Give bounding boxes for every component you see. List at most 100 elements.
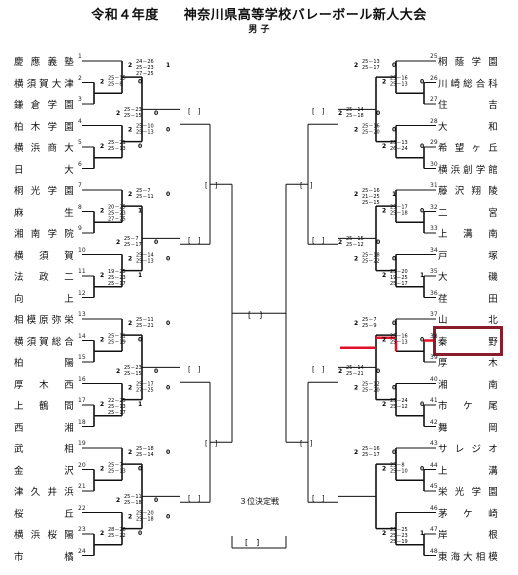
set-score: 25－17 — [136, 382, 154, 388]
set-losses: 0 — [138, 530, 142, 537]
team-number: 44 — [430, 461, 438, 469]
round-placeholder: [ ] — [188, 365, 201, 373]
team-name: 市橘 — [14, 551, 74, 563]
set-score: 25－17 — [362, 452, 380, 458]
team-number: 35 — [430, 268, 438, 275]
team-name: 藤沢翔陵 — [438, 186, 498, 197]
set-score: 25－11 — [108, 334, 126, 340]
team-name: 住吉 — [438, 100, 498, 111]
set-score: 25－16 — [362, 124, 380, 130]
team-entry: 湘南学院 9 — [14, 223, 82, 243]
team-name: 山北 — [438, 315, 498, 326]
tournament-name: 神奈川県高等学校バレーボール新人大会 — [183, 8, 427, 23]
set-losses: 0 — [420, 401, 424, 408]
set-score: 23－25 — [390, 527, 408, 533]
team-name: 鎌倉学園 — [14, 100, 74, 111]
set-wins: 2 — [382, 143, 386, 150]
set-wins: 2 — [116, 497, 120, 504]
team-name: 法政二 — [14, 272, 74, 283]
set-wins: 2 — [354, 256, 358, 263]
team-number: 24 — [78, 547, 86, 555]
set-score: 25－18 — [390, 211, 408, 217]
set-score: 25－8 — [108, 82, 123, 88]
set-score: 25－10 — [136, 124, 154, 130]
set-score: 25－17 — [390, 205, 408, 211]
team-name: 慶應義塾 — [14, 57, 74, 68]
set-wins: 2 — [338, 239, 342, 246]
set-score: 25－20 — [136, 511, 154, 517]
set-score: 25－13 — [390, 140, 408, 146]
team-name: 秦野 — [438, 336, 498, 348]
team-name: 横須賀 — [14, 250, 74, 262]
set-score: 25－23 — [136, 65, 154, 71]
set-score: 25－13 — [108, 469, 126, 475]
set-wins: 2 — [100, 401, 104, 408]
team-name: 柏木学園 — [14, 121, 74, 133]
set-wins: 2 — [128, 320, 132, 327]
round-placeholder: [ ] — [188, 236, 201, 244]
team-number: 9 — [78, 225, 82, 232]
set-score: 28－26 — [108, 527, 126, 533]
team-number: 38 — [430, 332, 438, 340]
set-score: 25－12 — [390, 404, 408, 410]
set-losses: 1 — [420, 530, 424, 537]
team-name: 湘南 — [438, 379, 498, 391]
team-number: 21 — [78, 483, 86, 490]
team-name: 麻生 — [14, 207, 74, 219]
set-losses: 0 — [392, 127, 396, 134]
set-wins: 2 — [128, 191, 132, 198]
set-wins: 2 — [354, 62, 358, 69]
team-name: 厚木西 — [14, 379, 74, 391]
set-losses: 1 — [138, 401, 142, 408]
team-name: 湘南学院 — [14, 229, 74, 240]
set-wins: 2 — [354, 191, 358, 198]
set-score: 25－7 — [136, 188, 151, 194]
team-name: 桐光学園 — [14, 186, 74, 197]
set-score: 27－25 — [108, 217, 126, 223]
set-wins: 2 — [116, 239, 120, 246]
set-score: 25－16 — [390, 76, 408, 82]
set-losses: 0 — [166, 385, 170, 392]
team-name: 相模原弥栄 — [14, 315, 74, 326]
set-score: 25－23 — [390, 533, 408, 539]
set-wins: 2 — [100, 272, 104, 279]
set-losses: 1 — [392, 191, 396, 198]
set-score: 25－13 — [390, 340, 408, 346]
team-name: 希望ヶ丘 — [438, 143, 498, 154]
set-losses: 0 — [166, 449, 170, 456]
team-name: 横浜創学館 — [438, 164, 498, 176]
set-losses: 0 — [166, 514, 170, 521]
set-losses: 0 — [420, 337, 424, 344]
set-score: 25－24 — [390, 398, 408, 404]
team-number: 33 — [430, 225, 438, 232]
set-losses: 0 — [154, 497, 158, 504]
team-number: 6 — [78, 160, 82, 168]
team-name: 二宮 — [438, 207, 498, 219]
team-number: 46 — [430, 504, 438, 512]
team-number: 14 — [78, 332, 86, 340]
set-losses: 0 — [392, 256, 396, 263]
team-name: 上溝 — [438, 465, 498, 477]
set-losses: 1 — [420, 272, 424, 279]
set-score: 25－17 — [124, 242, 142, 248]
set-wins: 2 — [128, 62, 132, 69]
team-number: 7 — [78, 182, 82, 189]
set-score: 25－13 — [362, 59, 380, 65]
final-placeholder: [ ] — [248, 310, 262, 319]
team-number: 25 — [430, 53, 438, 60]
